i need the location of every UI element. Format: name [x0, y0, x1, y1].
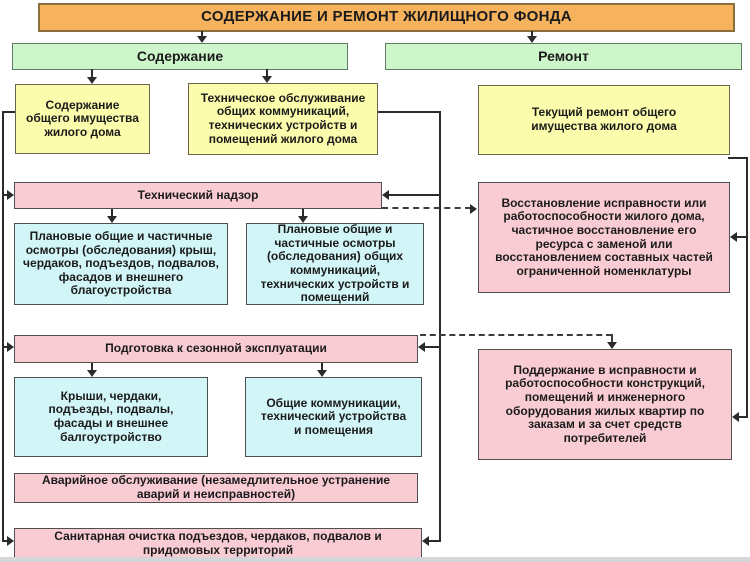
connector-left-rail-to-supervision: [2, 194, 8, 196]
node-planned-inspections-buildings: Плановые общие и частичные осмотры (обсл…: [14, 223, 228, 305]
arrowhead-seasonal-to-communications: [317, 370, 327, 377]
node-restoration: Восстановление исправности или работоспо…: [478, 182, 730, 293]
connector-dashed-supervision-to-restoration: [382, 207, 471, 209]
connector-right-rail-to-upkeep: [739, 416, 748, 418]
connector-maintenance-to-common-property: [91, 69, 93, 78]
node-current-repair-label: Текущий ремонт общего имущества жилого д…: [531, 105, 677, 133]
node-branch-maintenance: Содержание: [12, 43, 348, 70]
arrowhead-right-rail-to-upkeep: [732, 412, 739, 422]
node-branch-maintenance-label: Содержание: [136, 47, 224, 64]
connector-seasonal-to-communications: [321, 363, 323, 371]
connector-supervision-to-inspections-buildings: [111, 209, 113, 217]
connector-header-to-repair: [531, 31, 533, 37]
node-sanitary-cleaning: Санитарная очистка подъездов, чердаков, …: [14, 528, 422, 559]
node-roofs-attics-label: Крыши, чердаки, подъезды, подвалы, фасад…: [48, 388, 174, 444]
node-technical-service-label: Техническое обслуживание общих коммуника…: [200, 90, 366, 146]
node-branch-repair-label: Ремонт: [538, 47, 589, 64]
arrowhead-dashed-seasonal-to-upkeep: [607, 342, 617, 349]
canvas-bottom-edge: [0, 557, 750, 562]
arrowhead-mid-rail-to-sanitary: [422, 536, 429, 546]
connector-maintenance-to-technical-service: [266, 69, 268, 77]
node-upkeep-on-request-label: Поддержание в исправности и работоспособ…: [505, 362, 705, 445]
connector-left-rail: [2, 111, 4, 542]
connector-mid-rail-top: [378, 111, 441, 113]
node-upkeep-on-request: Поддержание в исправности и работоспособ…: [478, 349, 732, 460]
connector-right-rail: [746, 157, 748, 418]
connector-supervision-to-inspections-communications: [302, 209, 304, 217]
arrowhead-left-rail-to-supervision: [7, 190, 14, 200]
connector-dashed-seasonal-to-upkeep-h: [420, 334, 612, 336]
connector-right-rail-top: [728, 157, 748, 159]
connector-right-rail-to-restoration: [737, 236, 747, 238]
arrowhead-left-rail-to-seasonal: [7, 342, 14, 352]
node-technical-supervision: Технический надзор: [14, 182, 382, 209]
node-common-communications: Общие коммуникации, технический устройст…: [245, 377, 422, 457]
node-header-label: СОДЕРЖАНИЕ И РЕМОНТ ЖИЛИЩНОГО ФОНДА: [201, 8, 572, 26]
node-emergency-service-label: Аварийное обслуживание (незамедлительное…: [41, 473, 391, 501]
connector-seasonal-to-roofs: [91, 363, 93, 371]
node-maintenance-common-property-label: Содержание общего имущества жилого дома: [26, 97, 139, 139]
node-sanitary-cleaning-label: Санитарная очистка подъездов, чердаков, …: [54, 528, 382, 557]
connector-left-rail-to-seasonal: [2, 346, 8, 348]
node-technical-supervision-label: Технический надзор: [137, 187, 259, 202]
connector-header-to-maintenance: [201, 31, 203, 37]
arrowhead-maintenance-to-technical-service: [262, 76, 272, 83]
node-planned-inspections-communications-label: Плановые общие и частичные осмотры (обсл…: [260, 222, 410, 305]
arrowhead-mid-rail-to-supervision: [382, 190, 389, 200]
connector-mid-rail-to-supervision: [389, 194, 440, 196]
arrowhead-supervision-to-inspections-buildings: [107, 216, 117, 223]
connector-dashed-seasonal-to-upkeep-v: [611, 334, 613, 343]
arrowhead-right-rail-to-restoration: [730, 232, 737, 242]
arrowhead-seasonal-to-roofs: [87, 370, 97, 377]
node-emergency-service: Аварийное обслуживание (незамедлительное…: [14, 473, 418, 503]
connector-mid-rail-to-sanitary: [429, 540, 441, 542]
node-planned-inspections-buildings-label: Плановые общие и частичные осмотры (обсл…: [23, 229, 219, 298]
arrowhead-header-to-maintenance: [197, 36, 207, 43]
connector-mid-rail: [439, 111, 441, 542]
node-branch-repair: Ремонт: [385, 43, 742, 70]
connector-mid-rail-to-seasonal: [425, 346, 440, 348]
arrowhead-mid-rail-to-seasonal: [418, 342, 425, 352]
node-maintenance-common-property: Содержание общего имущества жилого дома: [15, 84, 150, 154]
node-seasonal-preparation-label: Подготовка к сезонной эксплуатации: [105, 341, 327, 356]
arrowhead-header-to-repair: [527, 36, 537, 43]
connector-left-rail-to-sanitary: [2, 540, 8, 542]
arrowhead-dashed-supervision-to-restoration: [470, 204, 477, 214]
arrowhead-maintenance-to-common-property: [87, 77, 97, 84]
node-planned-inspections-communications: Плановые общие и частичные осмотры (обсл…: [246, 223, 424, 305]
node-common-communications-label: Общие коммуникации, технический устройст…: [260, 395, 407, 437]
node-technical-service: Техническое обслуживание общих коммуника…: [188, 83, 378, 155]
arrowhead-supervision-to-inspections-communications: [298, 216, 308, 223]
node-roofs-attics: Крыши, чердаки, подъезды, подвалы, фасад…: [14, 377, 208, 457]
node-header: СОДЕРЖАНИЕ И РЕМОНТ ЖИЛИЩНОГО ФОНДА: [38, 3, 735, 32]
arrowhead-left-rail-to-sanitary: [7, 536, 14, 546]
node-seasonal-preparation: Подготовка к сезонной эксплуатации: [14, 335, 418, 363]
node-current-repair: Текущий ремонт общего имущества жилого д…: [478, 85, 730, 155]
connector-left-rail-top: [2, 111, 15, 113]
node-restoration-label: Восстановление исправности или работоспо…: [495, 195, 713, 278]
